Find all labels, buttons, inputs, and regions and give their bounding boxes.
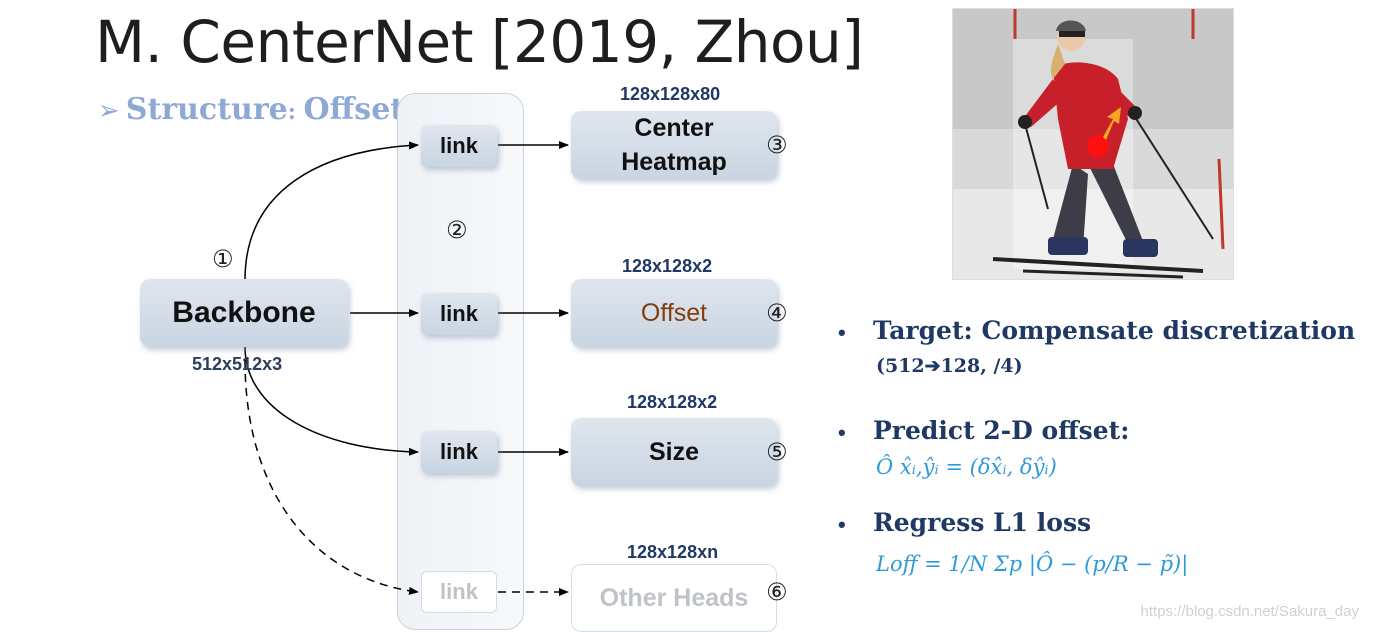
connector-backbone-link4 xyxy=(245,360,418,592)
marker-1: ① xyxy=(212,245,234,273)
skier-photo xyxy=(952,8,1234,280)
marker-3: ③ xyxy=(766,131,788,159)
marker-5: ⑤ xyxy=(766,438,788,466)
head-dim-size: 128x128x2 xyxy=(627,392,717,413)
size-box: Size xyxy=(571,418,777,486)
bullet-title-regress: Regress L1 loss xyxy=(873,508,1091,537)
bullet-dot-1: • xyxy=(838,320,846,346)
formula-loss: Loff = 1/N Σp |Ô − (p/R − p̃)| xyxy=(876,552,1188,576)
head-dim-heatmap: 128x128x80 xyxy=(620,84,720,105)
link-box-2: link xyxy=(421,293,497,335)
head-dim-offset: 128x128x2 xyxy=(622,256,712,277)
backbone-box: Backbone xyxy=(140,279,348,347)
connector-backbone-link1 xyxy=(245,145,418,280)
link-box-4: link xyxy=(421,571,497,613)
bullet-dot-2: • xyxy=(838,420,846,446)
marker-6: ⑥ xyxy=(766,578,788,606)
backbone-dim: 512x512x3 xyxy=(192,354,282,375)
offset-box: Offset xyxy=(571,279,777,347)
center-heatmap-line2: Heatmap xyxy=(621,145,727,179)
other-heads-box: Other Heads xyxy=(571,564,777,632)
center-heatmap-line1: Center xyxy=(634,111,713,145)
marker-2: ② xyxy=(446,216,468,244)
marker-4: ④ xyxy=(766,299,788,327)
link-box-1: link xyxy=(421,125,497,167)
formula-offset: Ô x̂ᵢ,ŷᵢ = (δx̂ᵢ, δŷᵢ) xyxy=(876,455,1057,479)
center-heatmap-box: Center Heatmap xyxy=(571,111,777,179)
watermark: https://blog.csdn.net/Sakura_day xyxy=(1141,603,1359,620)
link-box-3: link xyxy=(421,431,497,473)
head-dim-other: 128x128xn xyxy=(627,542,718,563)
bullet-dot-3: • xyxy=(838,512,846,538)
bullet-sub-target: (512➔128, /4) xyxy=(876,355,1023,377)
offset-label: Offset xyxy=(641,296,707,330)
bullet-title-predict: Predict 2-D offset: xyxy=(873,416,1129,445)
bullet-title-target: Target: Compensate discretization xyxy=(873,316,1355,345)
